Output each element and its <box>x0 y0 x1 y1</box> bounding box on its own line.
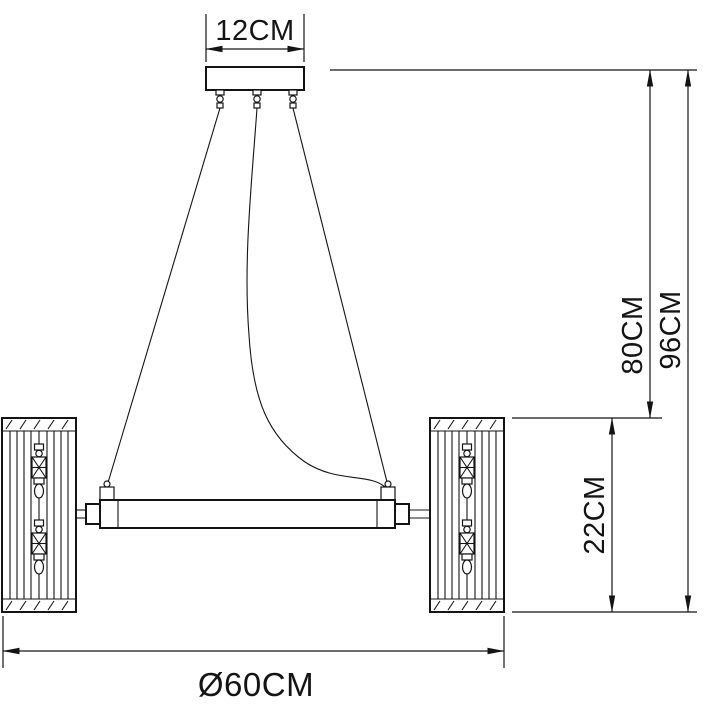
total-height-label: 96CM <box>655 290 687 369</box>
left-crystal-shade <box>2 418 76 612</box>
dim-heights: 22CM 80CM 96CM <box>330 69 697 613</box>
bar-left-cap <box>85 503 101 525</box>
dim-diameter: Ø60CM <box>2 616 505 703</box>
drop-height-label: 80CM <box>617 295 649 374</box>
power-cord <box>246 107 388 490</box>
right-wire-bracket <box>380 486 396 501</box>
bar-right-cap <box>394 503 410 525</box>
dim-canopy-width: 12CM <box>205 14 305 62</box>
shade-height-label: 22CM <box>579 475 611 554</box>
canopy-hangers <box>215 89 298 109</box>
right-suspension-wire <box>292 107 389 487</box>
left-suspension-wire <box>106 107 221 487</box>
suspension-wires <box>106 107 389 490</box>
left-wire-bracket <box>99 486 115 501</box>
canopy-width-label: 12CM <box>215 15 294 47</box>
ceiling-canopy <box>205 66 305 109</box>
diameter-label: Ø60CM <box>198 666 314 703</box>
right-crystal-shade <box>430 418 504 612</box>
left-wire-ring <box>103 480 111 488</box>
canopy-plate <box>205 66 305 91</box>
right-wire-ring <box>384 480 392 488</box>
bar-tube <box>99 499 396 529</box>
fixture-bar <box>76 480 430 529</box>
